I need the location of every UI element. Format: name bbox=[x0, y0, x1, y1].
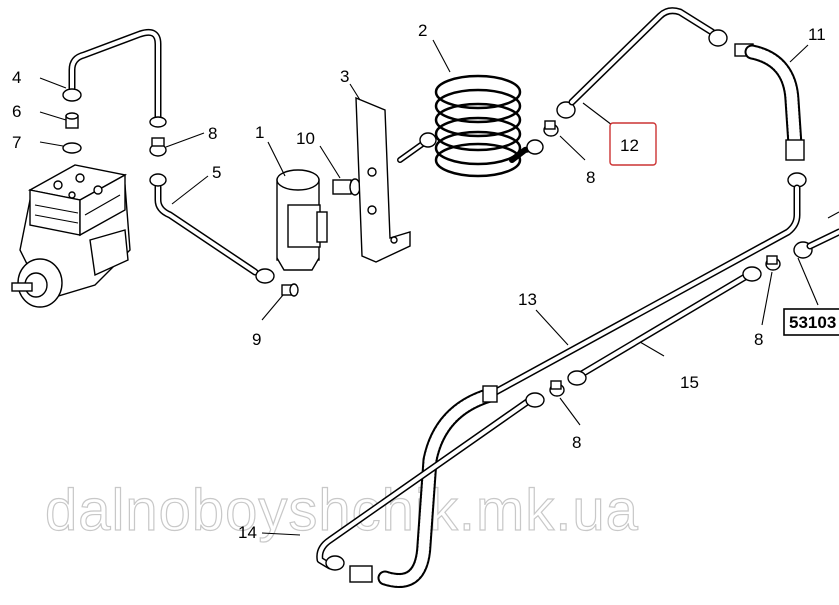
moisture-separator-1 bbox=[276, 169, 328, 271]
callout-15: 15 bbox=[680, 373, 699, 392]
callout-8b: 8 bbox=[586, 168, 595, 187]
union-fitting-8d bbox=[765, 255, 781, 271]
callout-8d: 8 bbox=[754, 330, 763, 349]
air-compressor bbox=[11, 164, 131, 308]
union-fitting-8b bbox=[543, 120, 559, 137]
elbow-fitting-9 bbox=[281, 283, 299, 297]
fitting-10 bbox=[332, 178, 361, 196]
union-fitting-8c bbox=[549, 380, 565, 397]
callout-6: 6 bbox=[12, 102, 21, 121]
callout-4: 4 bbox=[12, 68, 21, 87]
leader-lines bbox=[39, 39, 819, 536]
callout-13: 13 bbox=[518, 290, 537, 309]
callout-1: 1 bbox=[255, 123, 264, 142]
seal-ring-7 bbox=[62, 142, 82, 154]
pipe-lower bbox=[316, 392, 545, 571]
reference-box-label: 53103 bbox=[789, 313, 836, 332]
callout-7: 7 bbox=[12, 133, 21, 152]
flexible-hose-14 bbox=[349, 385, 498, 588]
delivery-pipe-4 bbox=[62, 28, 167, 128]
callout-10: 10 bbox=[296, 129, 315, 148]
callout-8c: 8 bbox=[572, 433, 581, 452]
pipe-5 bbox=[149, 173, 275, 284]
cooling-coil-2 bbox=[397, 74, 544, 178]
pipe-12 bbox=[556, 7, 728, 119]
callout-5: 5 bbox=[212, 163, 221, 182]
flexible-hose-11 bbox=[734, 43, 805, 161]
pipe-13 bbox=[486, 172, 807, 399]
union-fitting-8a bbox=[149, 137, 167, 157]
callout-11: 11 bbox=[808, 25, 826, 44]
adapter-6 bbox=[65, 112, 79, 129]
callout-12: 12 bbox=[620, 136, 639, 155]
callout-14: 14 bbox=[238, 523, 257, 542]
callout-3: 3 bbox=[340, 67, 349, 86]
callout-12-box bbox=[609, 122, 657, 166]
reference-box bbox=[783, 308, 839, 336]
pipe-15 bbox=[567, 266, 762, 386]
callout-8a: 8 bbox=[208, 124, 217, 143]
pipe-right-edge bbox=[793, 211, 839, 259]
bracket-3 bbox=[355, 96, 411, 263]
callout-9: 9 bbox=[252, 330, 261, 349]
callout-2: 2 bbox=[418, 21, 427, 40]
